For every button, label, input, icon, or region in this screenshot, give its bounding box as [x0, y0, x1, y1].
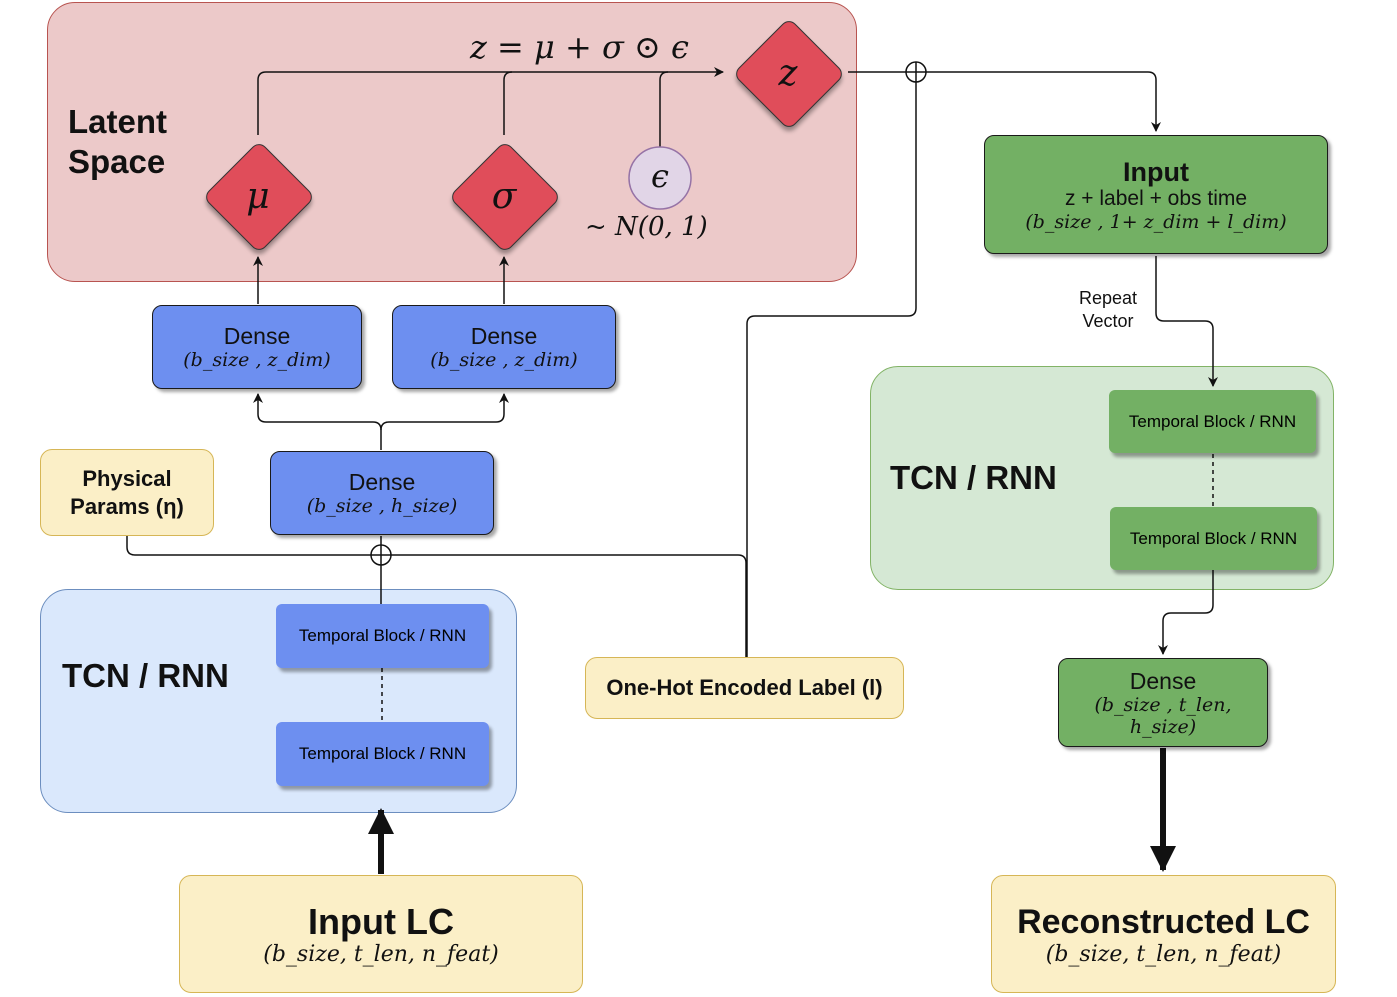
reconstructed-lc-shape: (b_size, t_len, n_feat)	[1045, 941, 1282, 967]
dense-hidden-shape: (b_size , h_size)	[306, 495, 458, 517]
input-lc-box: Input LC (b_size, t_len, n_feat)	[179, 875, 583, 993]
physical-params-box: Physical Params (η)	[40, 449, 214, 536]
latent-space-title: Latent Space	[68, 103, 167, 180]
dense-hidden-box: Dense (b_size , h_size)	[270, 451, 494, 535]
mu-node: μ	[202, 140, 316, 254]
decoder-dense-box: Dense (b_size , t_len, h_size)	[1058, 658, 1268, 747]
encoder-tcn-title: TCN / RNN	[62, 657, 229, 694]
decoder-input-box: Input z + label + obs time (b_size , 1+ …	[984, 135, 1328, 254]
epsilon-node	[628, 146, 692, 210]
input-lc-shape: (b_size, t_len, n_feat)	[263, 941, 499, 967]
reparam-equation: z = μ + σ ⊙ ϵ	[470, 28, 689, 66]
decoder-input-shape: (b_size , 1+ z_dim + l_dim)	[1025, 210, 1287, 233]
dense-sigma-shape: (b_size , z_dim)	[430, 349, 578, 371]
z-node: z	[732, 17, 846, 131]
encoder-temporal-block-bottom: Temporal Block / RNN	[276, 722, 489, 786]
decoder-tcn-title: TCN / RNN	[890, 459, 1057, 496]
dense-mu-title: Dense	[223, 323, 291, 349]
sigma-node: σ	[448, 140, 562, 254]
dense-mu-shape: (b_size , z_dim)	[183, 349, 331, 371]
decoder-input-subtitle: z + label + obs time	[1064, 186, 1248, 210]
decoder-dense-title: Dense	[1129, 667, 1197, 694]
reconstructed-lc-box: Reconstructed LC (b_size, t_len, n_feat)	[991, 875, 1336, 993]
input-lc-title: Input LC	[308, 900, 454, 942]
encoder-temporal-block-top: Temporal Block / RNN	[276, 604, 489, 668]
decoder-dense-shape: (b_size , t_len, h_size)	[1094, 693, 1232, 738]
dense-mu-box: Dense (b_size , z_dim)	[152, 305, 362, 389]
decoder-input-title: Input	[1123, 156, 1189, 187]
dense-sigma-title: Dense	[470, 323, 538, 349]
reconstructed-lc-title: Reconstructed LC	[1017, 902, 1310, 941]
epsilon-distribution: ~ N(0, 1)	[585, 212, 708, 242]
epsilon-symbol: ϵ	[651, 157, 669, 195]
repeat-vector-label: Repeat Vector	[1078, 288, 1138, 331]
decoder-temporal-block-bottom: Temporal Block / RNN	[1110, 507, 1317, 570]
decoder-temporal-block-top: Temporal Block / RNN	[1109, 390, 1316, 453]
latent-space-region	[47, 2, 857, 282]
dense-hidden-title: Dense	[348, 469, 416, 495]
dense-sigma-box: Dense (b_size , z_dim)	[392, 305, 616, 389]
one-hot-label-box: One-Hot Encoded Label (l)	[585, 657, 904, 719]
